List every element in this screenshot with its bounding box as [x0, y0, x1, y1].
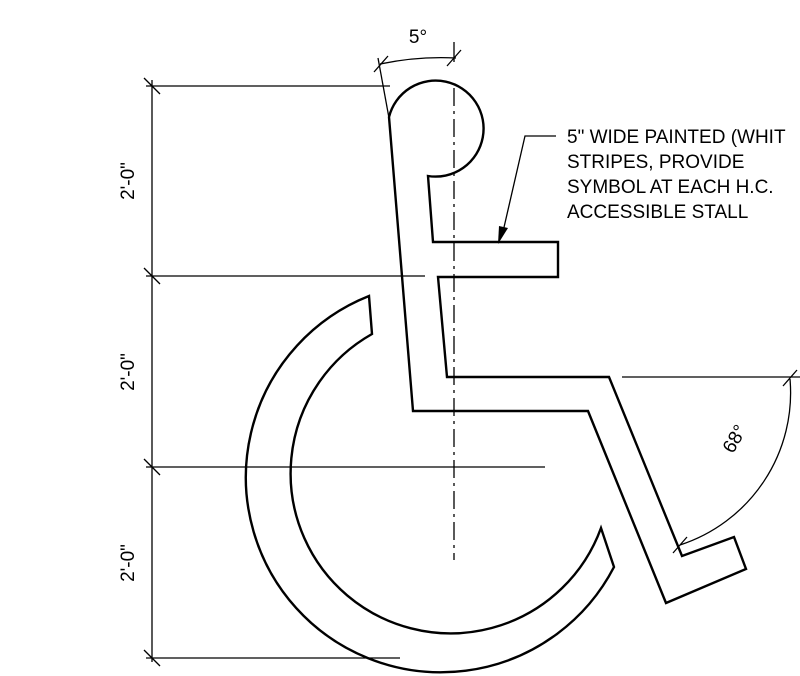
angle-tick-right	[446, 49, 462, 67]
angle68-tick-bottom	[672, 536, 688, 554]
leader-arrowhead	[498, 226, 508, 244]
dimension-tick-lower	[143, 458, 161, 476]
dimension-tick-top	[143, 77, 161, 95]
angle68-arc	[679, 378, 792, 546]
note-line-2: STRIPES, PROVIDE	[567, 152, 744, 173]
top-angle-dimension: 5°	[373, 27, 462, 119]
dimension-label-upper: 2'-0"	[118, 162, 139, 200]
dimension-label-middle: 2'-0"	[118, 353, 139, 391]
stripe-note-callout: 5" WIDE PAINTED (WHIT STRIPES, PROVIDE S…	[498, 127, 786, 244]
angle-extension-line-left	[377, 57, 390, 119]
lower-angle-dimension: 68°	[622, 369, 800, 554]
vertical-dimension-chain: 2'-0" 2'-0" 2'-0"	[118, 77, 545, 667]
angle-tick-left	[373, 55, 389, 73]
angle-label-68: 68°	[719, 422, 752, 457]
note-line-4: ACCESSIBLE STALL	[567, 202, 748, 223]
wheelchair-symbol	[244, 79, 748, 674]
angle-arc	[379, 56, 457, 65]
wheelchair-body-outline	[387, 79, 748, 605]
leader-line	[501, 135, 556, 237]
dimension-tick-upper	[143, 267, 161, 285]
wheelchair-wheel-outline	[244, 294, 616, 674]
note-line-3: SYMBOL AT EACH H.C.	[567, 177, 774, 198]
angle68-tick-top	[782, 369, 798, 387]
dimension-label-lower: 2'-0"	[118, 544, 139, 582]
dimension-tick-bottom	[143, 649, 161, 667]
angle-label-top: 5°	[409, 27, 427, 48]
note-line-1: 5" WIDE PAINTED (WHIT	[567, 127, 786, 148]
